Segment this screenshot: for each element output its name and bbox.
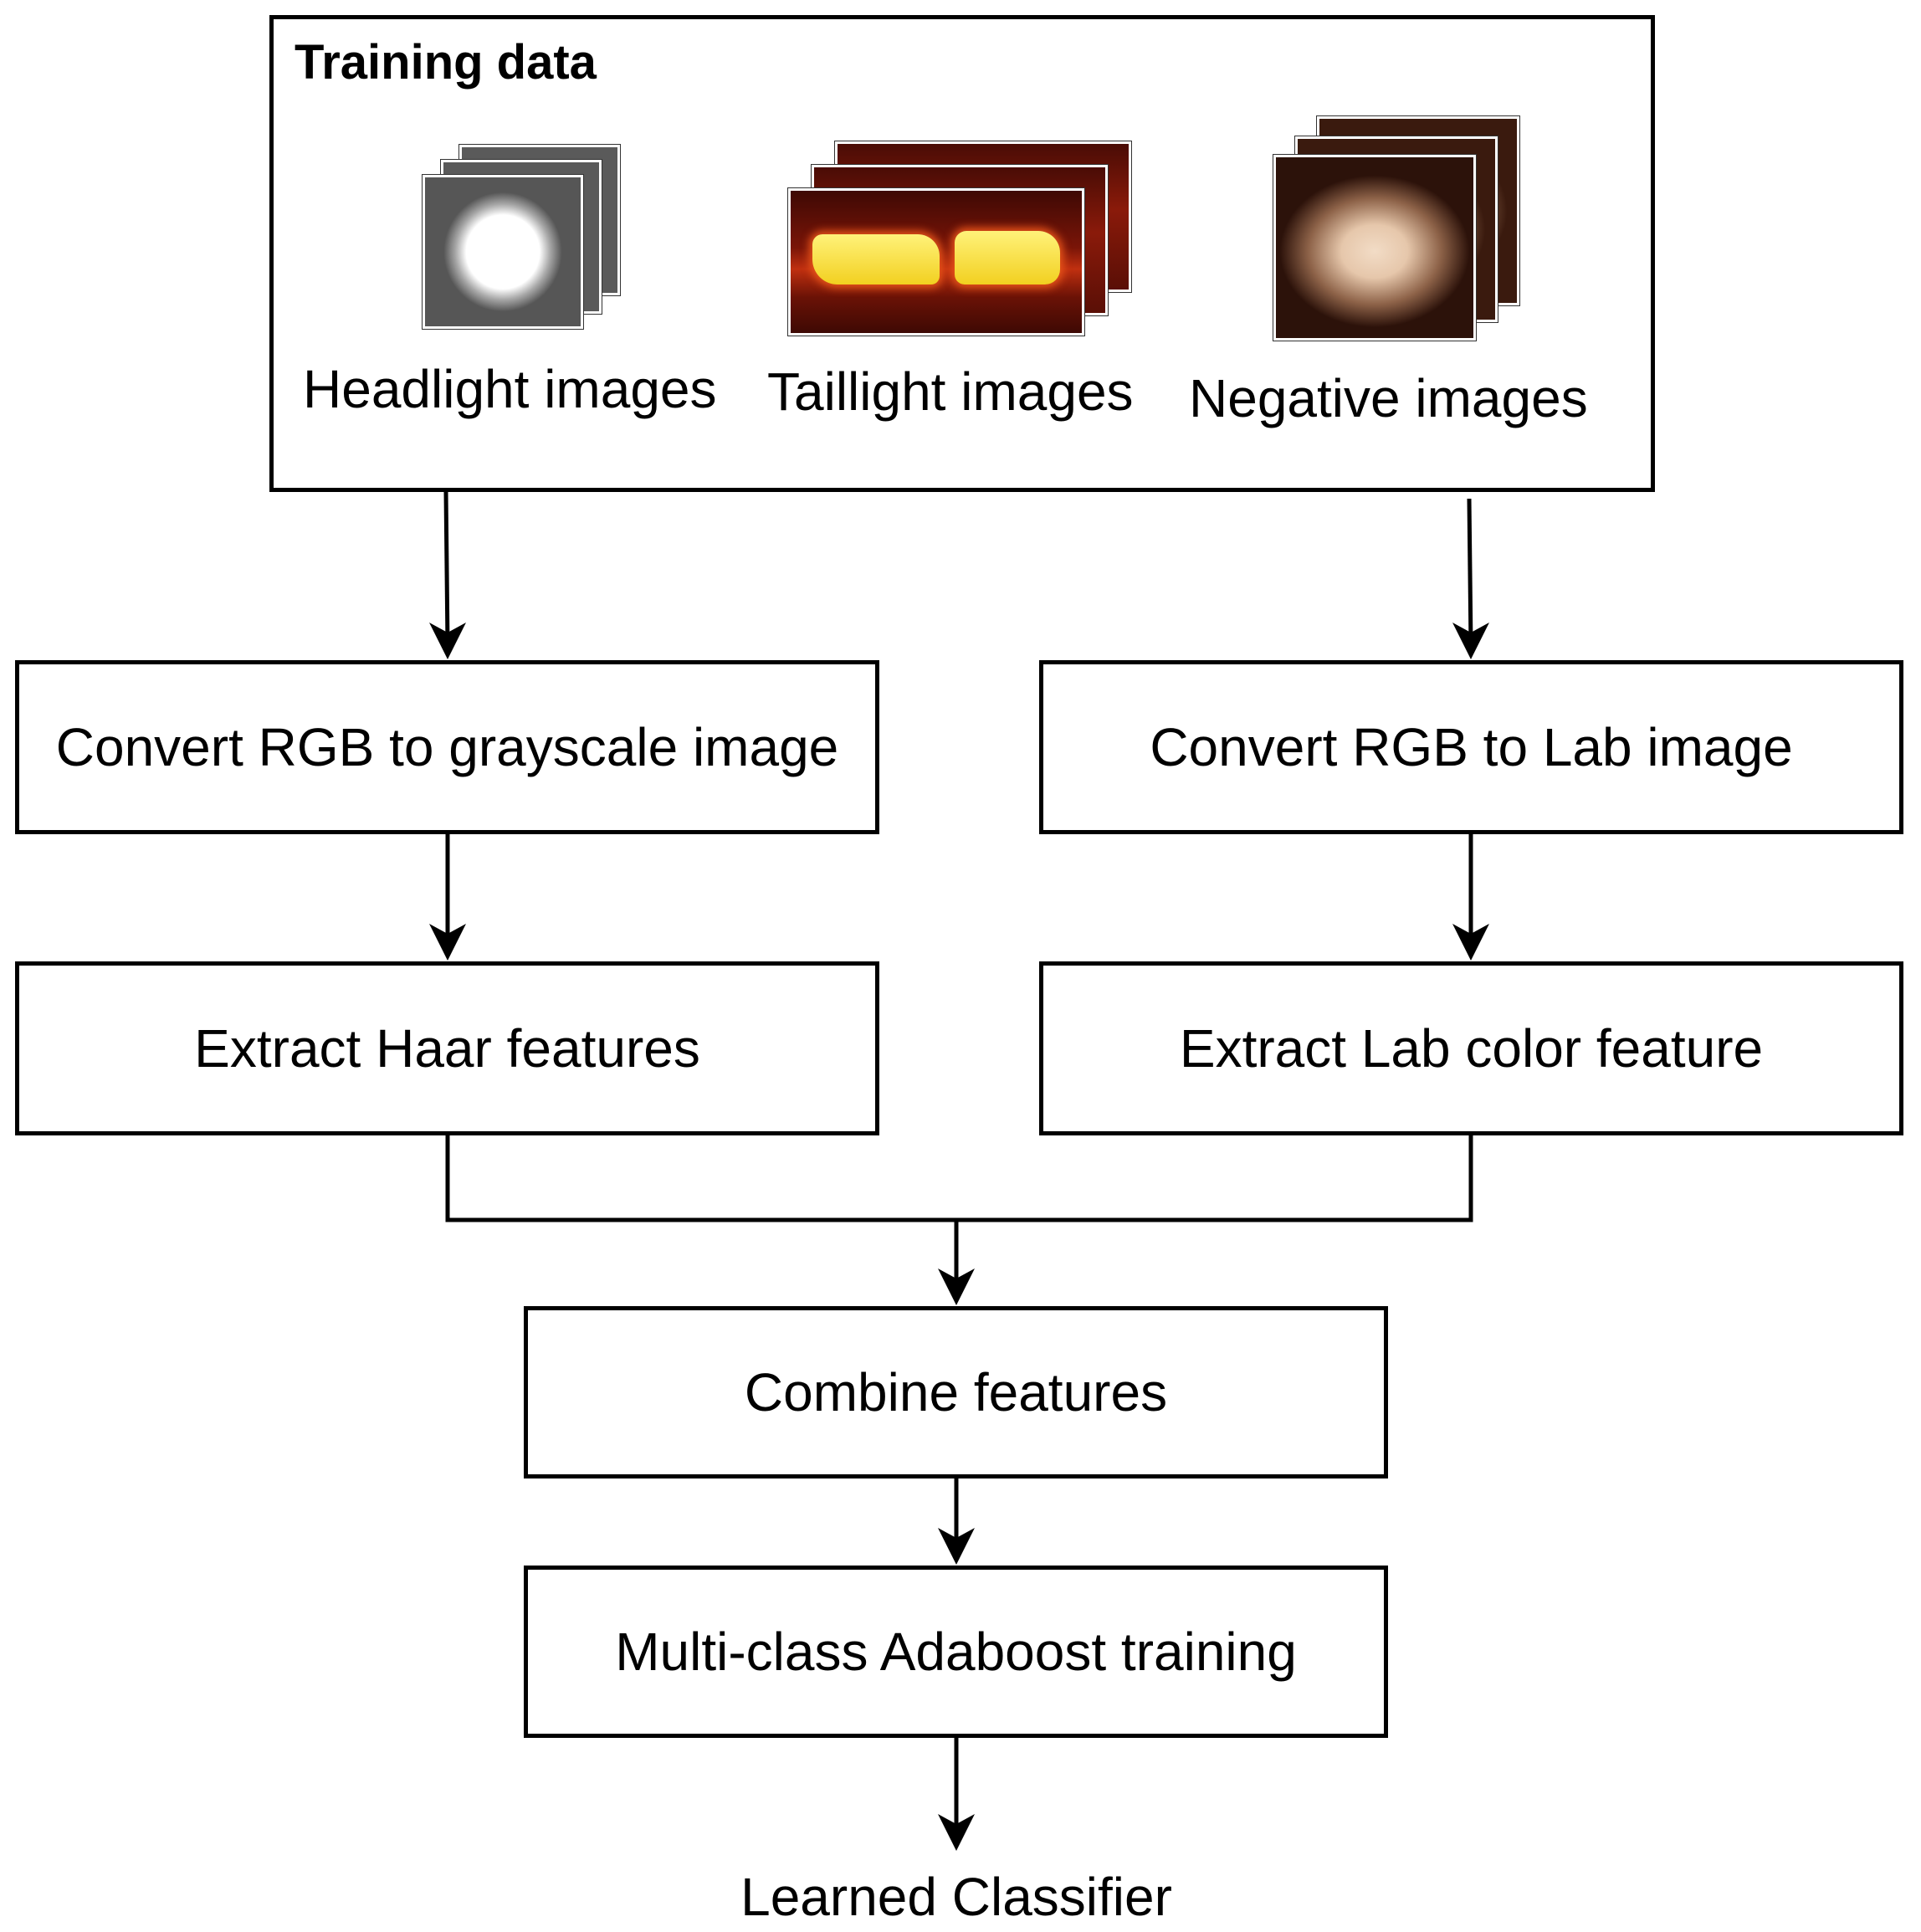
extract-haar-label: Extract Haar features	[194, 1018, 700, 1079]
adaboost-training-label: Multi-class Adaboost training	[615, 1622, 1297, 1682]
arrow-training-to-lab	[1467, 498, 1473, 647]
convert-grayscale-label: Convert RGB to grayscale image	[55, 717, 839, 777]
training-data-title: Training data	[295, 35, 597, 90]
arrowhead	[938, 1528, 975, 1565]
arrowhead	[1452, 623, 1489, 659]
extract-labcolor-box: Extract Lab color feature	[1039, 961, 1903, 1135]
headlight-image-icon	[422, 144, 621, 330]
arrowhead	[1452, 924, 1489, 961]
arrowhead	[429, 623, 466, 659]
convert-lab-label: Convert RGB to Lab image	[1150, 717, 1793, 777]
combine-features-box: Combine features	[524, 1306, 1388, 1478]
arrow-training-to-gray	[443, 491, 450, 647]
arrowhead	[938, 1268, 975, 1305]
arrowhead	[429, 924, 466, 961]
combine-features-label: Combine features	[744, 1362, 1168, 1422]
taillight-image-icon	[787, 141, 1132, 336]
merge-line	[445, 1133, 1473, 1222]
extract-haar-box: Extract Haar features	[15, 961, 879, 1135]
extract-labcolor-label: Extract Lab color feature	[1179, 1018, 1764, 1079]
negative-images-label: Negative images	[1189, 368, 1588, 428]
headlight-images-label: Headlight images	[303, 359, 717, 419]
adaboost-training-box: Multi-class Adaboost training	[524, 1566, 1388, 1738]
convert-lab-box: Convert RGB to Lab image	[1039, 660, 1903, 834]
negative-image-icon	[1273, 115, 1520, 341]
taillight-images-label: Taillight images	[767, 361, 1134, 422]
learned-classifier-label: Learned Classifier	[740, 1867, 1172, 1927]
convert-grayscale-box: Convert RGB to grayscale image	[15, 660, 879, 834]
arrowhead	[938, 1814, 975, 1851]
training-data-box: Training data Headlight images Taillight…	[269, 15, 1655, 492]
